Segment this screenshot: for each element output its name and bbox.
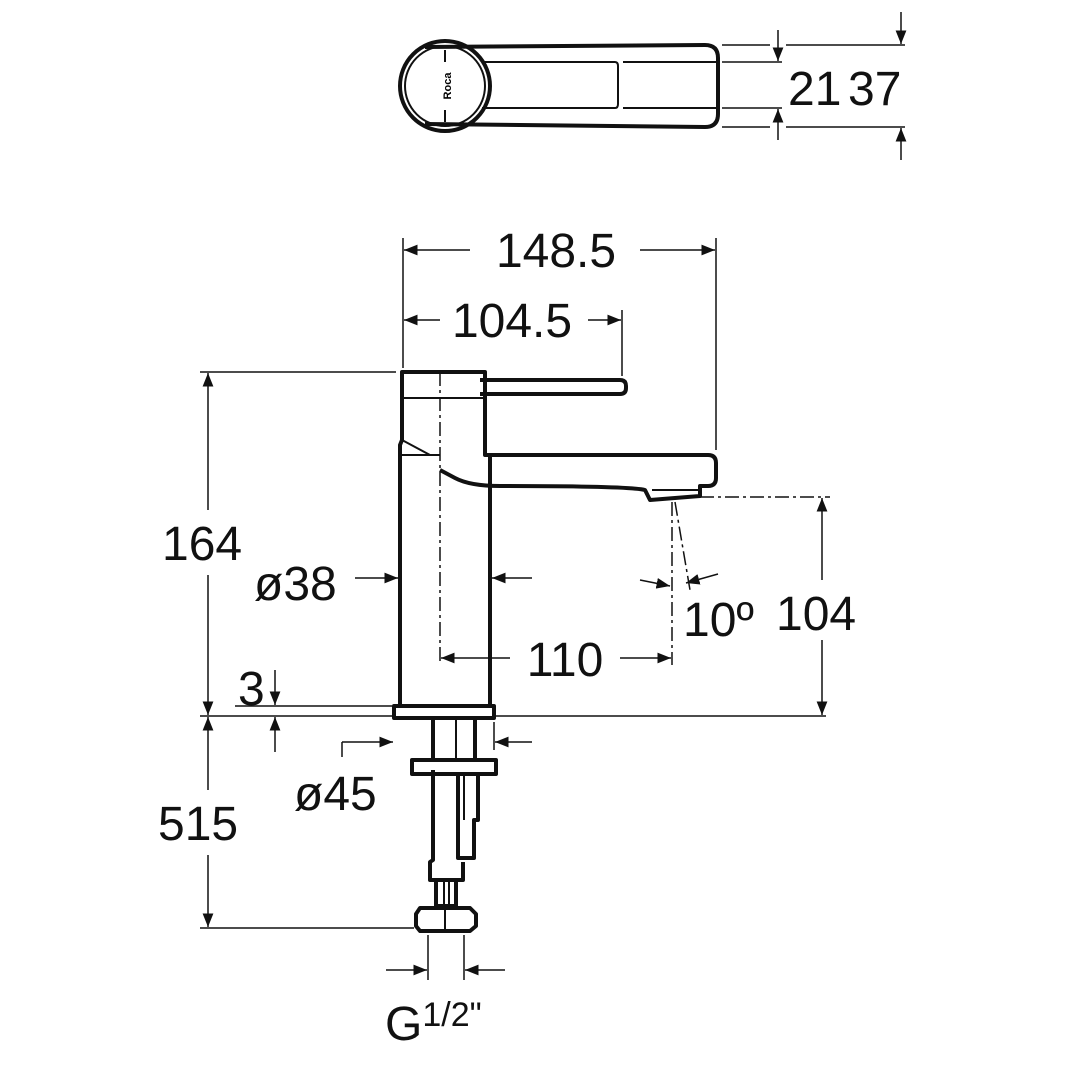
dim-label-104: 104 (776, 588, 856, 641)
dim-label-thread: G1/2" (385, 996, 482, 1051)
dim-label-o38: ø38 (254, 558, 337, 611)
dim-label-148-5: 148.5 (496, 225, 616, 278)
body-inner-circle (404, 45, 486, 127)
body-outer-circle (398, 39, 492, 133)
dim-label-110: 110 (527, 634, 604, 687)
top-view: Roca 21 37 (398, 12, 907, 160)
side-view: 148.5 104.5 164 ø38 110 10º 104 3 (158, 225, 856, 1051)
faucet-body (398, 370, 492, 708)
roca-logo: Roca (442, 72, 454, 100)
base-plate (392, 704, 496, 720)
dim-label-164: 164 (162, 518, 242, 571)
hex-nut (414, 906, 478, 933)
dim-label-515: 515 (158, 798, 238, 851)
dim-label-37: 37 (848, 63, 901, 116)
dim-label-21: 21 (788, 63, 841, 116)
dim-label-10-deg: 10º (683, 594, 754, 647)
dim-label-3: 3 (238, 663, 265, 716)
mounting-assembly (410, 718, 498, 933)
dim-label-104-5: 104.5 (452, 295, 572, 348)
handle-outline-top (424, 43, 720, 129)
dim-label-o45: ø45 (294, 768, 377, 821)
spout (439, 453, 718, 502)
lever (480, 378, 628, 396)
lever-slot (482, 61, 619, 109)
